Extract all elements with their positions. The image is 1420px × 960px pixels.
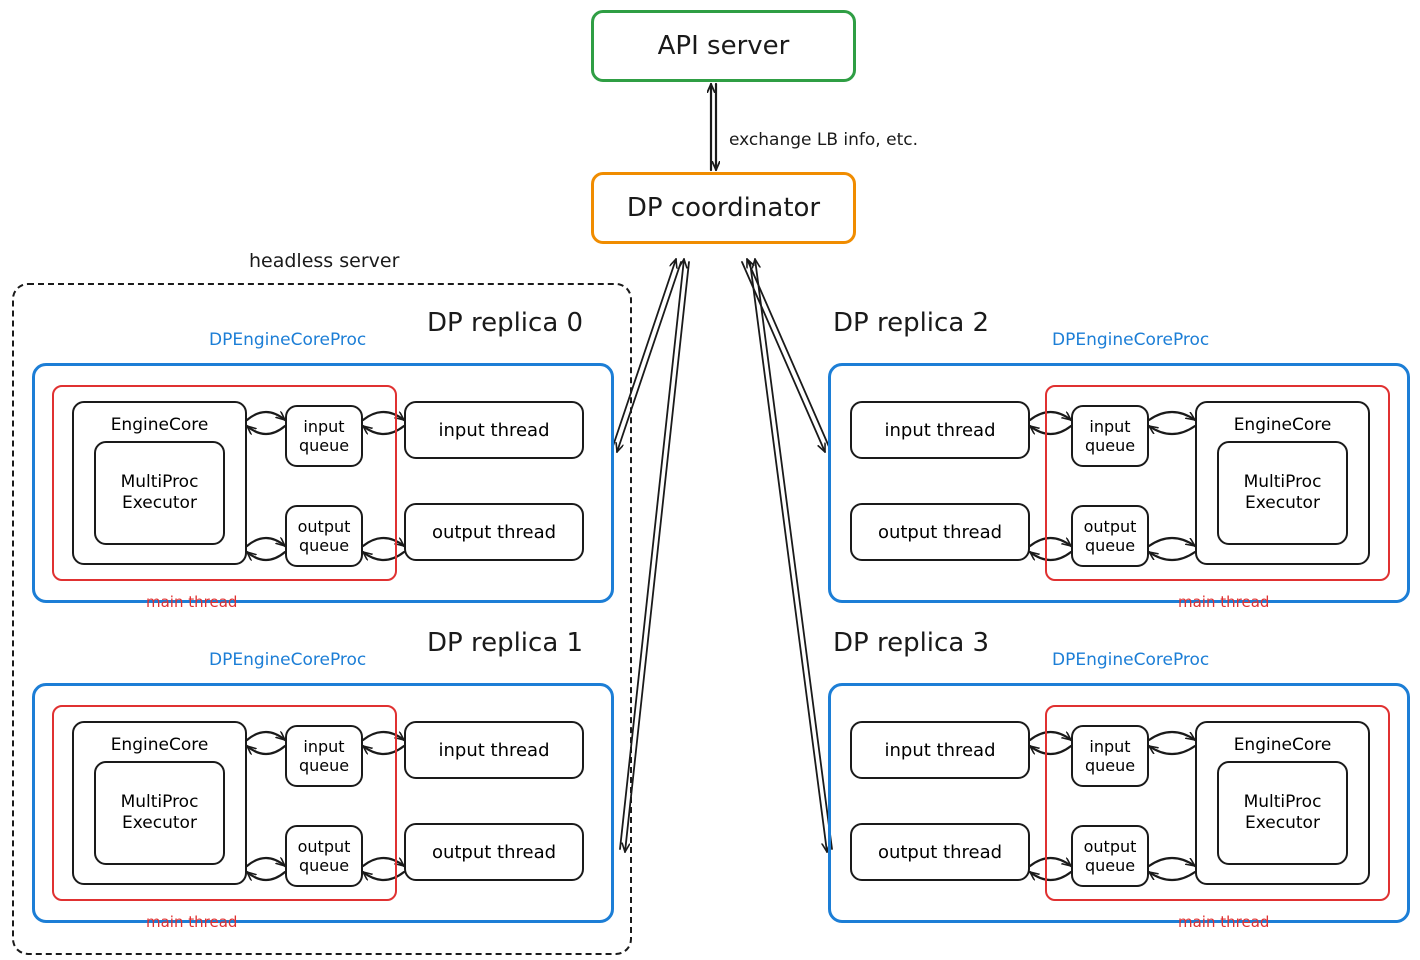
replica-3-output-thread[interactable]: output thread (850, 823, 1030, 881)
internal-connectors (245, 410, 1197, 882)
replica-2-output-thread-label: output thread (877, 521, 1003, 543)
replica-0-main-thread-box[interactable] (52, 385, 397, 581)
replica-2-main-thread-label: main thread (1178, 593, 1270, 611)
replica-0-main-thread-label: main thread (146, 593, 238, 611)
replica-2-input-thread-label: input thread (884, 419, 996, 441)
replica-2-input-thread[interactable]: input thread (850, 401, 1030, 459)
api-server-box[interactable]: API server (591, 10, 856, 82)
exchange-info-label: exchange LB info, etc. (729, 130, 918, 150)
replica-2-output-thread[interactable]: output thread (850, 503, 1030, 561)
connector-coordinator-replicas (611, 258, 833, 853)
replica-0-process-box[interactable] (32, 363, 614, 603)
replica-3-title: DP replica 3 (833, 628, 990, 658)
replica-3-input-thread-label: input thread (884, 739, 996, 761)
dp-coordinator-box[interactable]: DP coordinator (591, 172, 856, 244)
replica-3-process-box[interactable] (828, 683, 1410, 923)
replica-2-engine-core-label: EngineCore (1233, 415, 1332, 435)
replica-0-output-thread[interactable]: output thread (404, 503, 584, 561)
replica-0-title: DP replica 0 (427, 308, 584, 338)
connector-api-coordinator (711, 82, 716, 172)
replica-2-main-thread-box[interactable] (1045, 385, 1390, 581)
replica-3-main-thread-box[interactable] (1045, 705, 1390, 901)
api-server-label: API server (657, 31, 790, 61)
replica-0-output-thread-label: output thread (431, 521, 557, 543)
replica-1-input-thread[interactable]: input thread (404, 721, 584, 779)
replica-1-output-thread[interactable]: output thread (404, 823, 584, 881)
replica-2-process-label: DPEngineCoreProc (1052, 330, 1210, 350)
replica-3-process-label: DPEngineCoreProc (1052, 650, 1210, 670)
replica-0-process-label: DPEngineCoreProc (209, 330, 367, 350)
replica-1-input-thread-label: input thread (438, 739, 550, 761)
replica-1-process-box[interactable] (32, 683, 614, 923)
replica-3-output-thread-label: output thread (877, 841, 1003, 863)
replica-1-main-thread-label: main thread (146, 913, 238, 931)
replica-1-output-thread-label: output thread (431, 841, 557, 863)
replica-1-process-label: DPEngineCoreProc (209, 650, 367, 670)
replica-3-main-thread-label: main thread (1178, 913, 1270, 931)
replica-3-input-thread[interactable]: input thread (850, 721, 1030, 779)
replica-0-input-thread-label: input thread (438, 419, 550, 441)
headless-server-boundary (12, 283, 632, 955)
headless-server-label: headless server (249, 250, 400, 272)
replica-1-engine-core-label: EngineCore (110, 735, 209, 755)
replica-0-input-thread[interactable]: input thread (404, 401, 584, 459)
replica-3-engine-core-label: EngineCore (1233, 735, 1332, 755)
replica-1-title: DP replica 1 (427, 628, 584, 658)
dp-coordinator-label: DP coordinator (626, 193, 821, 223)
replica-2-process-box[interactable] (828, 363, 1410, 603)
replica-1-main-thread-box[interactable] (52, 705, 397, 901)
replica-2-title: DP replica 2 (833, 308, 990, 338)
replica-0-engine-core-label: EngineCore (110, 415, 209, 435)
